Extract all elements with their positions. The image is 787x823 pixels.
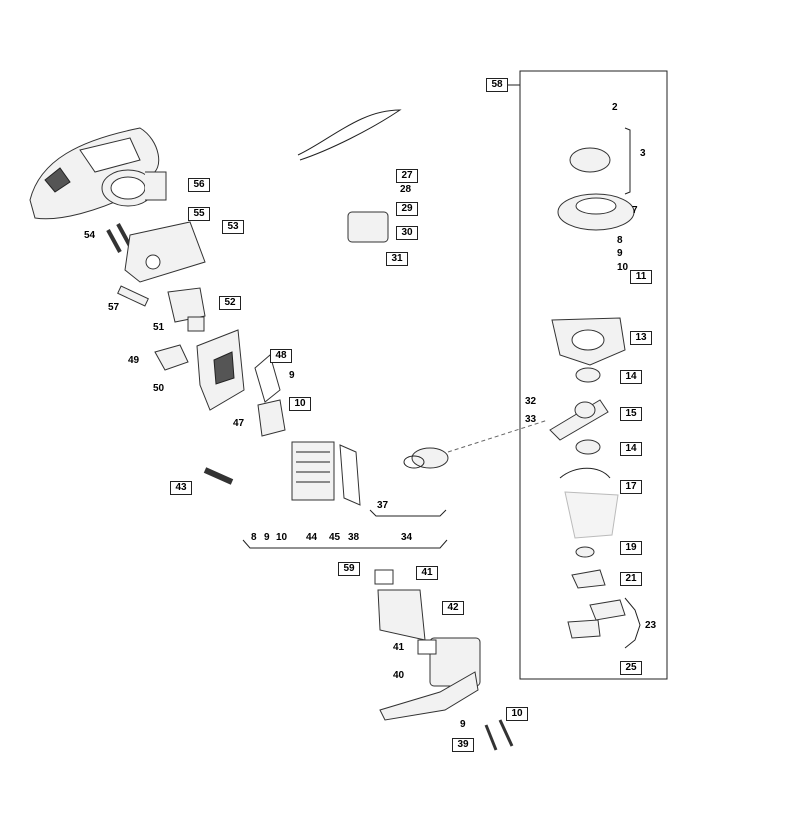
callout-9a: 9 bbox=[617, 248, 623, 259]
callout-15: 15 bbox=[620, 407, 642, 421]
bracket-3 bbox=[624, 127, 631, 195]
callout-33: 33 bbox=[525, 414, 537, 425]
gasket-38 bbox=[339, 444, 361, 506]
callout-50: 50 bbox=[153, 383, 165, 394]
flywheel-7 bbox=[557, 193, 635, 231]
callout-57: 57 bbox=[108, 302, 120, 313]
gasket-48 bbox=[254, 354, 281, 403]
crankshaft-15 bbox=[549, 399, 609, 441]
callout-29: 29 bbox=[396, 202, 418, 216]
callout-2: 2 bbox=[612, 102, 618, 113]
callout-31: 31 bbox=[386, 252, 408, 266]
shoes-23 bbox=[567, 599, 626, 639]
washer-19 bbox=[575, 546, 595, 558]
shield-42 bbox=[377, 589, 426, 641]
shoe-21 bbox=[571, 569, 606, 589]
callout-10a: 10 bbox=[617, 262, 629, 273]
callout-14a: 14 bbox=[620, 370, 642, 384]
callout-3: 3 bbox=[640, 148, 646, 159]
spark-plug-43 bbox=[203, 467, 234, 485]
handle-57 bbox=[117, 285, 149, 307]
callout-59: 59 bbox=[338, 562, 360, 576]
callout-43: 43 bbox=[170, 481, 192, 495]
callout-21: 21 bbox=[620, 572, 642, 586]
callout-38: 38 bbox=[348, 532, 360, 543]
bolts-39 bbox=[484, 719, 514, 751]
bracket-23 bbox=[624, 597, 641, 649]
callout-32: 32 bbox=[525, 396, 537, 407]
housing-50 bbox=[196, 329, 245, 411]
callout-34: 34 bbox=[401, 532, 413, 543]
plate-51 bbox=[187, 316, 205, 332]
callout-47: 47 bbox=[233, 418, 245, 429]
callout-9b: 9 bbox=[289, 370, 295, 381]
callout-9d: 9 bbox=[460, 719, 466, 730]
callout-10c: 10 bbox=[276, 532, 288, 543]
callout-11: 11 bbox=[630, 270, 652, 284]
callout-10d: 10 bbox=[506, 707, 528, 721]
bearing-14b bbox=[575, 439, 601, 455]
callout-30: 30 bbox=[396, 226, 418, 240]
clutch-3 bbox=[569, 147, 611, 173]
connecting-line bbox=[447, 419, 549, 453]
callout-45: 45 bbox=[329, 532, 341, 543]
callout-44: 44 bbox=[306, 532, 318, 543]
callout-41b: 41 bbox=[393, 642, 405, 653]
group-58-frame bbox=[519, 70, 668, 680]
callout-19: 19 bbox=[620, 541, 642, 555]
callout-51: 51 bbox=[153, 322, 165, 333]
callout-25: 25 bbox=[620, 661, 642, 675]
bracket-34 bbox=[369, 509, 447, 517]
callout-48: 48 bbox=[270, 349, 292, 363]
callout-13: 13 bbox=[630, 331, 652, 345]
callout-10b: 10 bbox=[289, 397, 311, 411]
bearing-14a bbox=[575, 367, 601, 383]
grip-49 bbox=[154, 344, 189, 371]
callout-7: 7 bbox=[632, 205, 638, 216]
bolt-54 bbox=[106, 223, 132, 253]
gasket-41a bbox=[374, 569, 394, 585]
muffler-40 bbox=[379, 637, 481, 721]
callout-9c: 9 bbox=[264, 532, 270, 543]
callout-37: 37 bbox=[377, 500, 389, 511]
bracket-59 bbox=[242, 539, 448, 549]
cylinder-44 bbox=[291, 441, 335, 501]
ignition-30 bbox=[347, 211, 389, 243]
callout-56: 56 bbox=[188, 178, 210, 192]
callout-52: 52 bbox=[219, 296, 241, 310]
wire-harness bbox=[297, 109, 402, 161]
callout-42: 42 bbox=[442, 601, 464, 615]
callout-8b: 8 bbox=[251, 532, 257, 543]
callout-27: 27 bbox=[396, 169, 418, 183]
callout-39: 39 bbox=[452, 738, 474, 752]
callout-55: 55 bbox=[188, 207, 210, 221]
spring-17 bbox=[559, 467, 611, 479]
callout-41a: 41 bbox=[416, 566, 438, 580]
carb-52 bbox=[167, 287, 206, 323]
callout-54: 54 bbox=[84, 230, 96, 241]
filter-ring-55 bbox=[101, 169, 167, 207]
piston-37 bbox=[403, 447, 449, 469]
coil-47 bbox=[257, 399, 286, 437]
callout-40: 40 bbox=[393, 670, 405, 681]
callout-8a: 8 bbox=[617, 235, 623, 246]
gasket-41b bbox=[417, 639, 437, 655]
cover-53 bbox=[124, 221, 206, 283]
callout-28: 28 bbox=[400, 184, 412, 195]
callout-23: 23 bbox=[645, 620, 657, 631]
callout-53: 53 bbox=[222, 220, 244, 234]
callout-14b: 14 bbox=[620, 442, 642, 456]
callout-17: 17 bbox=[620, 480, 642, 494]
callout-58: 58 bbox=[486, 78, 508, 92]
ghost-housing bbox=[564, 491, 619, 539]
crankcase-13 bbox=[551, 317, 626, 366]
callout-49: 49 bbox=[128, 355, 140, 366]
